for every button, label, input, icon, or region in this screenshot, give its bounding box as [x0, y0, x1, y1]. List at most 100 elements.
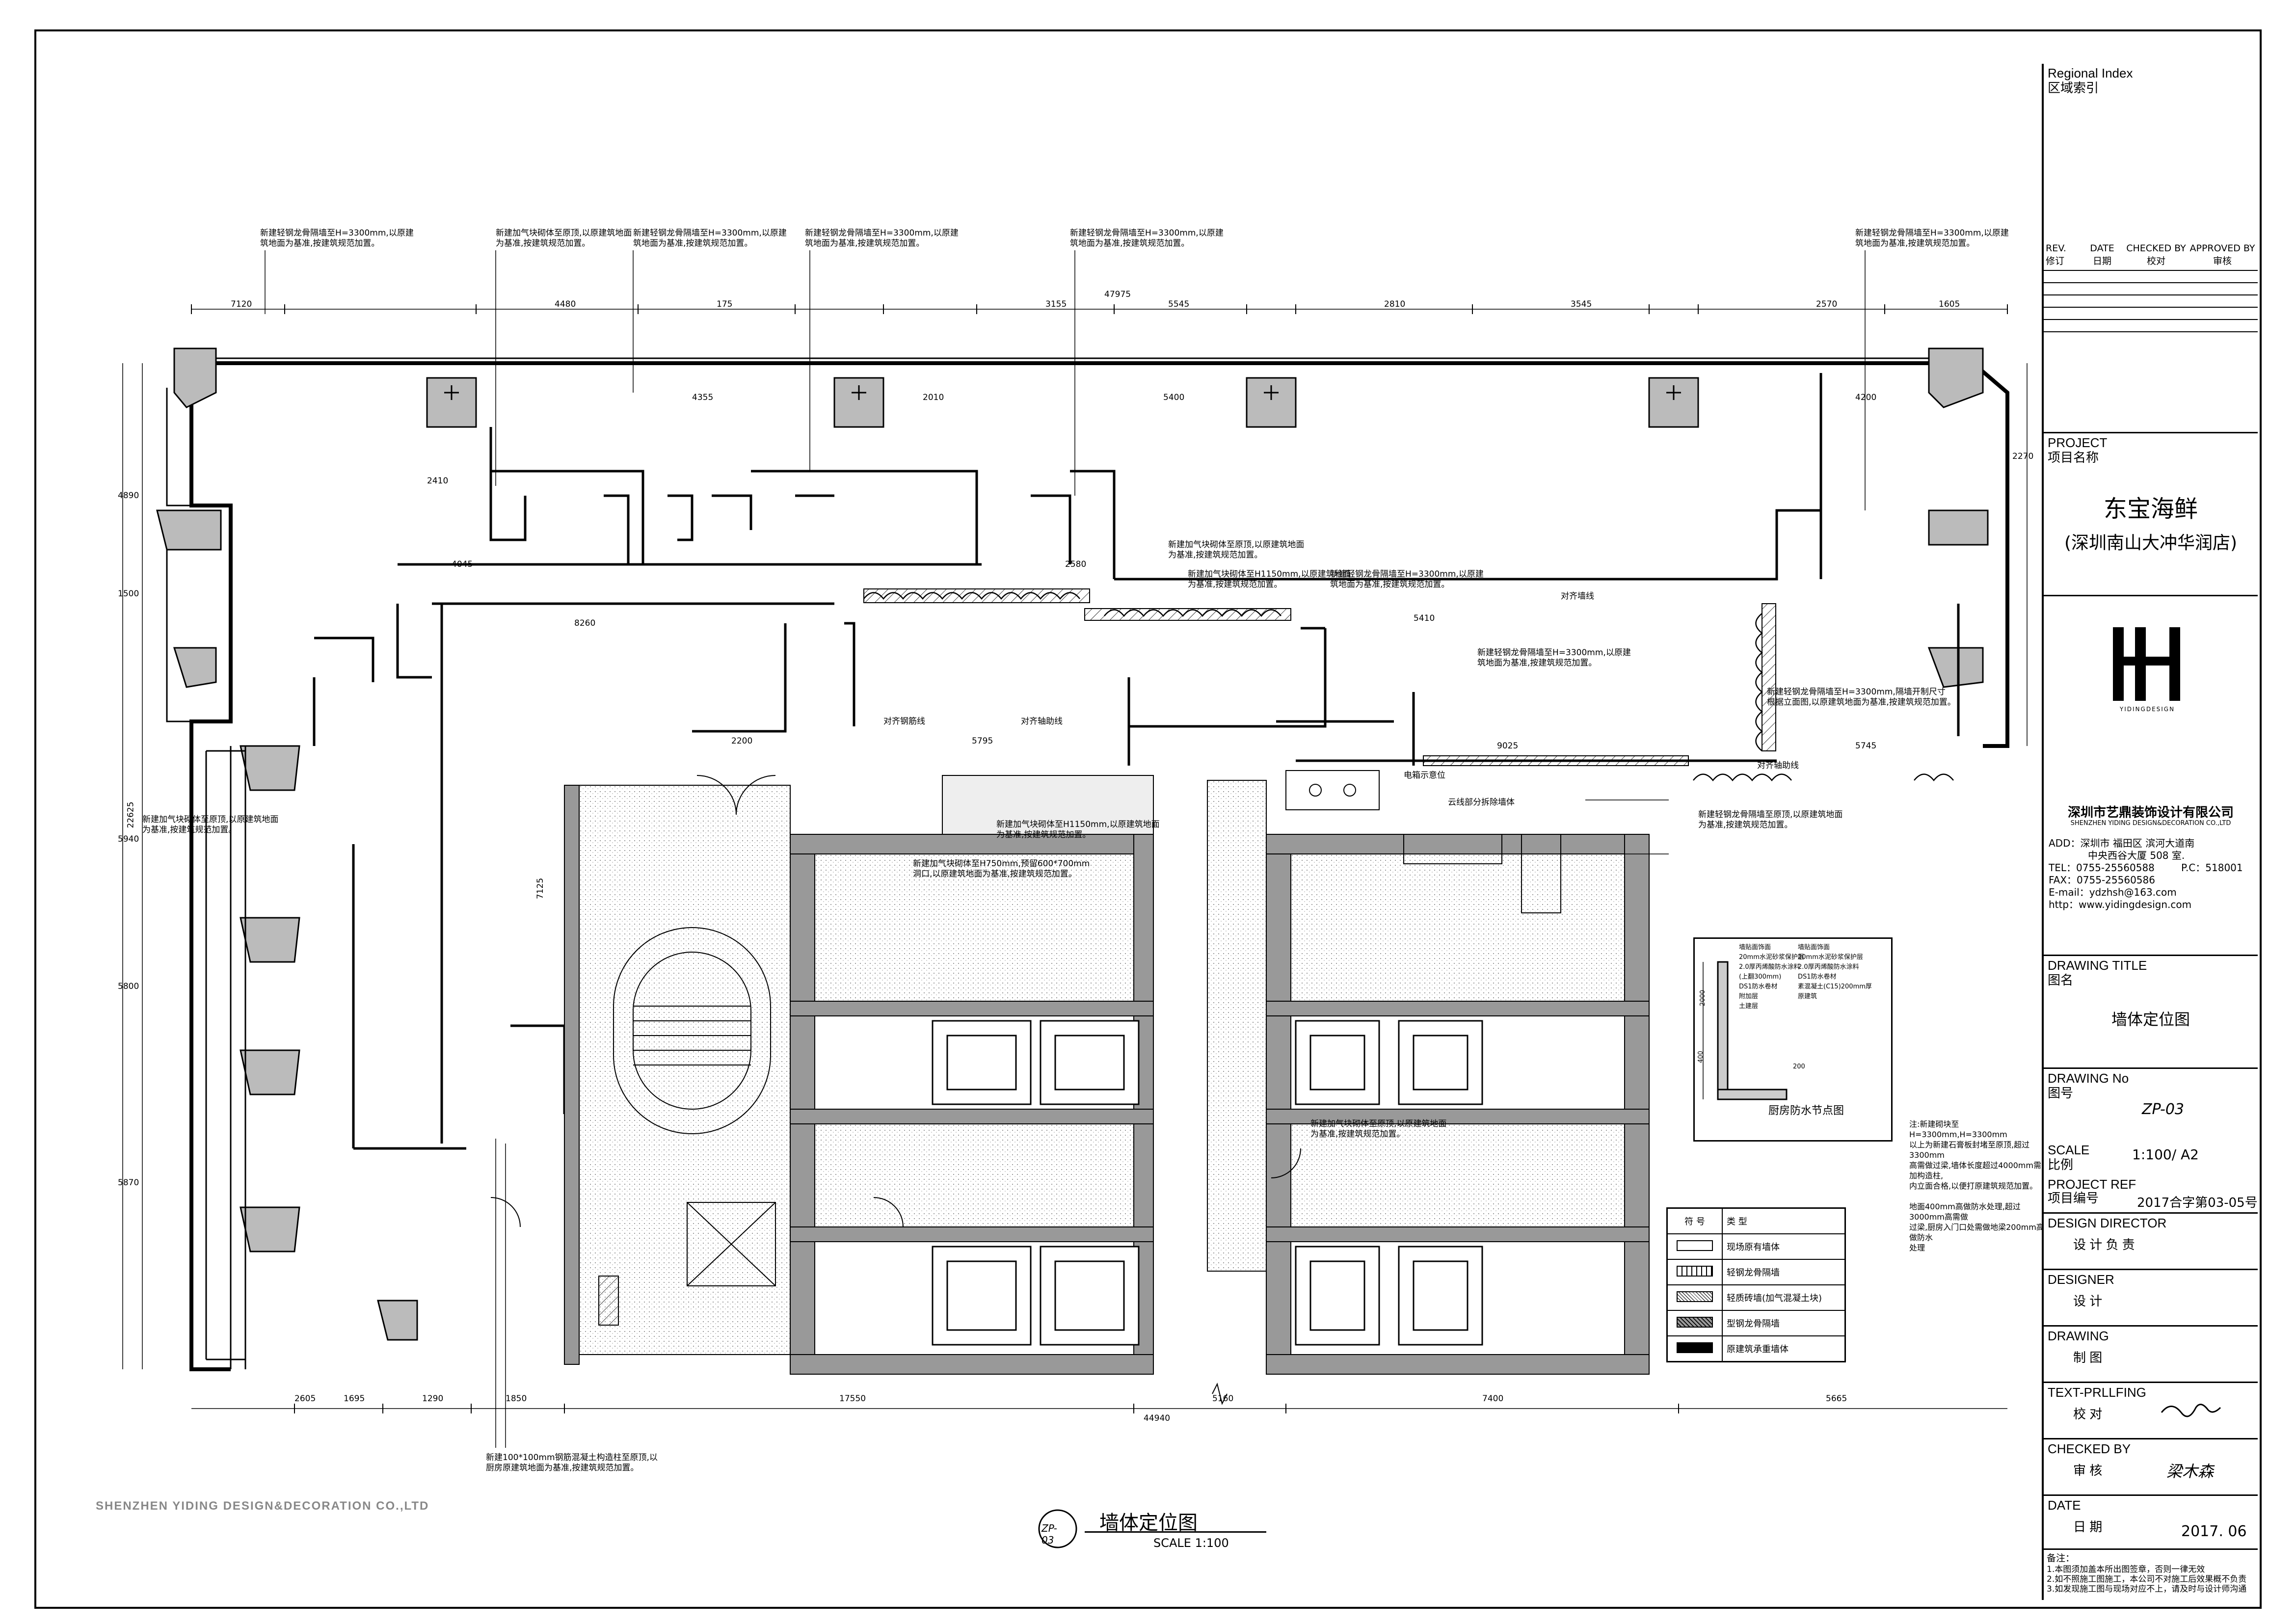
yiding-logo-icon — [2113, 627, 2180, 701]
tb-company: 深圳市艺鼎装饰设计有限公司 SHENZHEN YIDING DESIGN&DEC… — [2044, 595, 2258, 915]
text-prlfing-en: TEXT-PRLLFING — [2048, 1385, 2146, 1400]
top-dim-18: 2570 — [1816, 299, 1838, 309]
top-dim-6: 175 — [717, 299, 733, 309]
detail-note-10: DS1防水卷材 — [1798, 973, 1837, 981]
inner-dim-3: 4200 — [1855, 393, 1877, 402]
aerated-block-walls — [598, 588, 1776, 1326]
dimension-lines — [122, 309, 2028, 1409]
date-en: DATE — [2048, 1498, 2081, 1513]
tb-drawing-title: DRAWING TITLE 图名 墙体定位图 — [2044, 955, 2258, 1069]
date-value: 2017. 06 — [2181, 1523, 2247, 1540]
checked-by-signature: 梁木森 — [2166, 1462, 2214, 1481]
project-ref-en: PROJECT REF — [2048, 1177, 2136, 1192]
checked-cn: 校对 — [2146, 256, 2165, 266]
kitchen-detail-title: 厨房防水节点图 — [1768, 1105, 1844, 1117]
bottom-dim-4: 17550 — [839, 1394, 866, 1404]
detail-note-1: 20mm水泥砂浆保护层 — [1739, 954, 1804, 961]
left-dim-6: 5870 — [118, 1178, 139, 1188]
left-dim-4: 5940 — [118, 834, 139, 844]
label-align-column-2: 对齐轴助线 — [1021, 717, 1063, 726]
label-cloud-wall: 云线部分拆除墙体 — [1448, 798, 1515, 807]
scale-cn: 比例 — [2048, 1157, 2074, 1172]
label-align-column-1: 对齐钢筋线 — [883, 717, 925, 726]
rev-cn: 修订 — [2046, 256, 2065, 266]
restroom-fixtures — [1285, 770, 1561, 913]
legend-label: 现场原有墙体 — [1722, 1234, 1844, 1259]
detail-dim-2: 200 — [1793, 1063, 1805, 1070]
plan-tag: ZP-03 — [1041, 1522, 1057, 1546]
date-cn: 日 期 — [2073, 1519, 2103, 1534]
inner-dim-0: 4355 — [692, 393, 714, 402]
legend-swatch-block — [1677, 1291, 1713, 1302]
remarks-label: 备注： — [2047, 1553, 2075, 1564]
top-dim-3: 4480 — [555, 299, 576, 309]
footer-brand: SHENZHEN YIDING DESIGN&DECORATION CO.,LT… — [96, 1499, 429, 1513]
label-align-wall-2: 对齐轴助线 — [1757, 761, 1799, 771]
legend-swatch-bearing — [1677, 1342, 1713, 1353]
checked-by-cn: 审 核 — [2073, 1463, 2103, 1478]
top-dim-19: 1605 — [1939, 299, 1960, 309]
note-6: 新建加气块砌体至原顶,以原建筑地面 为基准,按建筑规范加置。 — [1168, 540, 1305, 560]
bottom-dim-7: 5665 — [1826, 1394, 1847, 1404]
drawing-no-value: ZP-03 — [2142, 1101, 2185, 1118]
top-dim-11: 5545 — [1168, 299, 1190, 309]
regional-index-cn: 区域索引 — [2048, 80, 2099, 95]
note-3: 新建轻钢龙骨隔墙至H=3300mm,以原建 筑地面为基准,按建筑规范加置。 — [805, 228, 959, 248]
company-fax: FAX：0755-25560586 — [2049, 874, 2155, 886]
note-8: 新建轻钢龙骨隔墙至H=3300mm,以原建 筑地面为基准,按建筑规范加置。 — [1330, 569, 1484, 589]
checked-en: CHECKED BY — [2126, 243, 2186, 254]
scale-en: SCALE — [2048, 1143, 2090, 1157]
drawing-no-cn: 图号 — [2048, 1086, 2074, 1100]
stair-hall — [613, 927, 776, 1286]
project-ref-value: 2017合字第03-05号 — [2137, 1196, 2258, 1210]
overall-left-dimension: 22625 — [126, 801, 136, 828]
plan-scale: SCALE 1:100 — [1153, 1536, 1229, 1550]
detail-note-12: 原建筑 — [1798, 993, 1817, 1000]
rev-col: REV. 修订 — [2044, 243, 2080, 267]
drawing-title-cn: 图名 — [2048, 973, 2074, 987]
legend: 符 号 类 型 现场原有墙体 轻钢龙骨隔墙 轻质砖墙(加气混凝土块) 型钢龙骨隔… — [1666, 1207, 1846, 1362]
proofreader-signature — [2161, 1404, 2221, 1417]
rev-line — [2044, 294, 2258, 295]
inner-dim-16: 5410 — [1414, 613, 1435, 623]
note-15: 新建加气块砌体至原顶,以原建筑地面 为基准,按建筑规范加置。 — [142, 815, 279, 835]
note-5: 新建轻钢龙骨隔墙至H=3300mm,以原建 筑地面为基准,按建筑规范加置。 — [1855, 228, 2009, 248]
project-name: 东宝海鲜 — [2103, 495, 2198, 523]
label-ebox: 电箱示意位 — [1404, 771, 1445, 780]
tb-text-prlfing: TEXT-PRLLFING 校 对 — [2044, 1382, 2258, 1439]
rev-line — [2044, 331, 2258, 332]
note-14: 新建轻钢龙骨隔墙至原顶,以原建筑地面 为基准,按建筑规范加置。 — [1698, 810, 1843, 830]
approved-cn: 审核 — [2213, 256, 2232, 266]
regional-index-en: Regional Index — [2048, 66, 2133, 80]
remarks-text: 1.本图须加盖本所出图签章，否则一律无效 2.如不照施工图施工，本公司不对施工后… — [2047, 1565, 2247, 1594]
company-email: E-mail：ydzhsh@163.com — [2049, 886, 2177, 898]
company-web: http：www.yidingdesign.com — [2049, 899, 2192, 910]
rev-en: REV. — [2046, 243, 2066, 254]
drawing-no-en: DRAWING No — [2048, 1071, 2129, 1086]
company-en: SHENZHEN YIDING DESIGN&DECORATION CO.,LT… — [2070, 820, 2231, 827]
revision-clouds — [863, 592, 1954, 781]
tb-design-director: DESIGN DIRECTOR 设 计 负 责 — [2044, 1212, 2258, 1270]
detail-dim-0: 2000 — [1699, 989, 1707, 1007]
logo-caption: YIDINGDESIGN — [2119, 706, 2175, 713]
overall-bottom-dimension: 44940 — [1144, 1413, 1171, 1423]
tb-project: PROJECT 项目名称 东宝海鲜 (深圳南山大冲华润店) — [2044, 432, 2258, 659]
rev-line — [2044, 307, 2258, 308]
detail-dim-1: 400 — [1697, 1051, 1705, 1063]
legend-swatch-steel — [1677, 1316, 1713, 1328]
legend-header-type: 类 型 — [1722, 1209, 1844, 1233]
inner-dim-18: 5745 — [1855, 741, 1877, 751]
legend-row: 轻质砖墙(加气混凝土块) — [1668, 1284, 1844, 1310]
legend-row: 原建筑承重墙体 — [1668, 1335, 1844, 1361]
legend-header: 符 号 类 型 — [1668, 1209, 1844, 1233]
legend-row: 型钢龙骨隔墙 — [1668, 1310, 1844, 1335]
detail-note-0: 墙贴面饰面 — [1739, 944, 1771, 951]
bottom-dim-5: 5160 — [1212, 1394, 1234, 1404]
structural-columns — [156, 347, 1989, 1341]
checked-col: CHECKED BY 校对 — [2124, 243, 2188, 267]
core-interiors — [579, 775, 1625, 1355]
doors — [490, 775, 1301, 1227]
note-16: 新建100*100mm钢筋混凝土构造柱至原顶,以 厨房原建筑地面为基准,按建筑规… — [486, 1453, 658, 1473]
